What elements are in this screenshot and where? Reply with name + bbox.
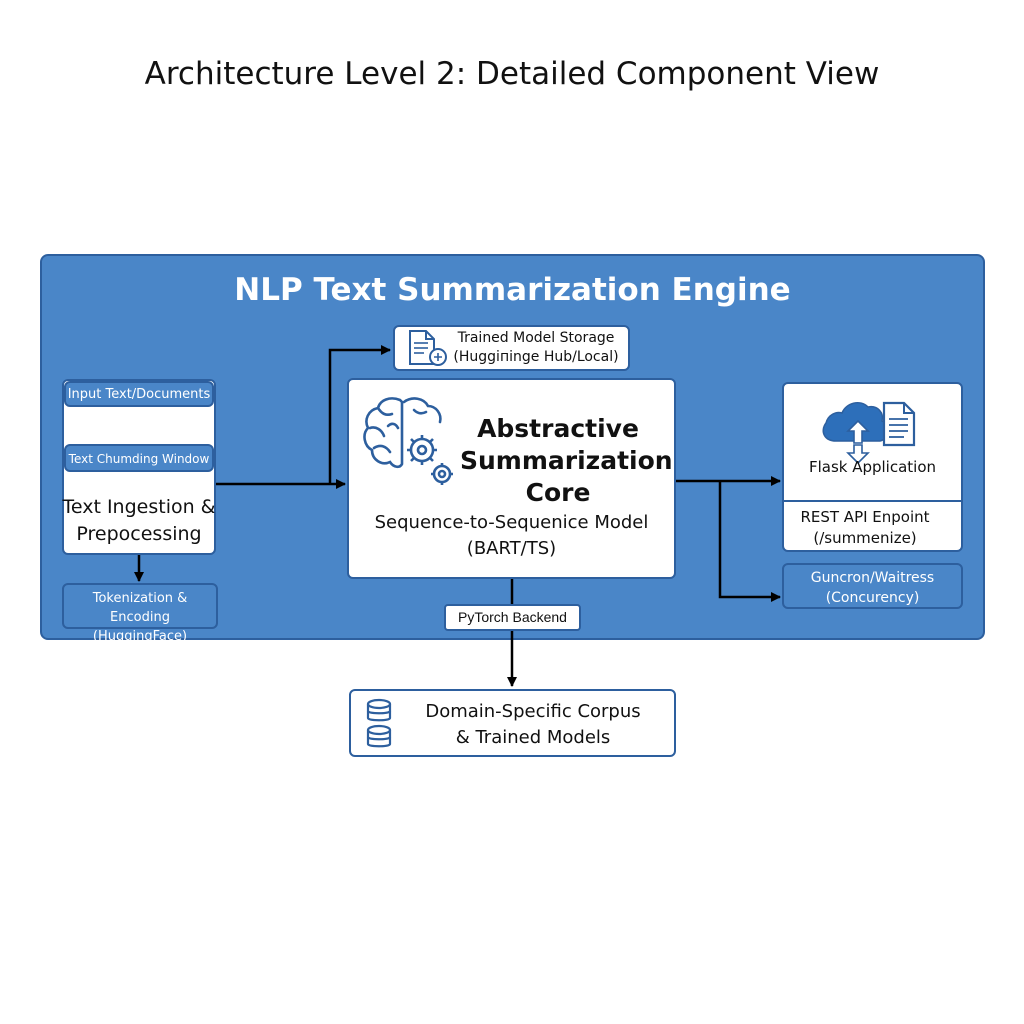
input-documents-label: Input Text/Documents (67, 387, 211, 402)
server-line2: (Concurency) (825, 590, 920, 606)
core-title-line2: Summarization (460, 446, 673, 475)
brain-gears-icon (363, 397, 453, 485)
tokenization-line2: (HuggingFace) (92, 629, 188, 644)
rest-api-text: REST API Enpoint (/summenize) (782, 507, 948, 549)
rest-api-line1: REST API Enpoint (800, 508, 930, 526)
server-chip: Guncron/Waitress (Concurency) (782, 563, 963, 609)
corpus-box (349, 689, 676, 757)
core-subtitle-line1: Sequence-to-Sequenice Model (374, 512, 649, 533)
arrow-to-server (718, 481, 781, 602)
database-icon (366, 698, 392, 748)
server-line1: Guncron/Waitress (810, 570, 935, 586)
model-storage-line2: (Huggiпinge Hub/Local) (453, 349, 619, 365)
pytorch-backend-box: PyTorch Backend (444, 604, 581, 631)
core-subtitle-line2: (BART/TS) (466, 538, 557, 559)
document-icon (409, 330, 447, 366)
core-title-line1: Abstractive (477, 414, 639, 443)
ingestion-title-line1: Text Ingestion & (62, 496, 216, 518)
core-title: Abstractive Summarization Core (460, 413, 673, 509)
model-storage-text: Trained Model Storage (Huggiпinge Hub/Lo… (446, 329, 626, 367)
cloud-document-icon (822, 401, 916, 465)
arrow-to-storage (328, 345, 391, 484)
model-storage-line1: Trained Model Storage (457, 330, 615, 346)
core-subtitle: Sequence-to-Sequenice Model (BART/TS) (349, 510, 674, 562)
chunking-window-label: Text Chumding Window (68, 452, 210, 466)
flask-divider (783, 500, 962, 502)
input-documents-chip: Input Text/Documents (64, 381, 214, 407)
engine-title: NLP Text Summarization Engine (234, 272, 791, 308)
ingestion-title-line2: Prepocessing (76, 523, 202, 545)
tokenization-line1: Tokenization & Encoding (92, 591, 188, 625)
pytorch-backend-label: PyTorch Backend (458, 609, 567, 625)
corpus-line1: Domain-Specific Corpus (425, 701, 641, 722)
rest-api-line2: (/summenize) (813, 529, 917, 547)
chunking-window-chip: Text Chumding Window (64, 444, 214, 472)
corpus-line2: & Trained Models (455, 727, 611, 748)
tokenization-chip: Tokenization & Encoding (HuggingFace) (62, 583, 218, 644)
flask-app-title: Flask Application (808, 458, 937, 476)
corpus-text: Domain-Specific Corpus & Trained Models (405, 699, 661, 751)
page-title: Architecture Level 2: Detailed Component… (144, 56, 880, 92)
ingestion-title: Text Ingestion & Prepocessing (62, 494, 216, 548)
core-title-line3: Core (525, 478, 591, 507)
flask-app-box (782, 382, 963, 552)
